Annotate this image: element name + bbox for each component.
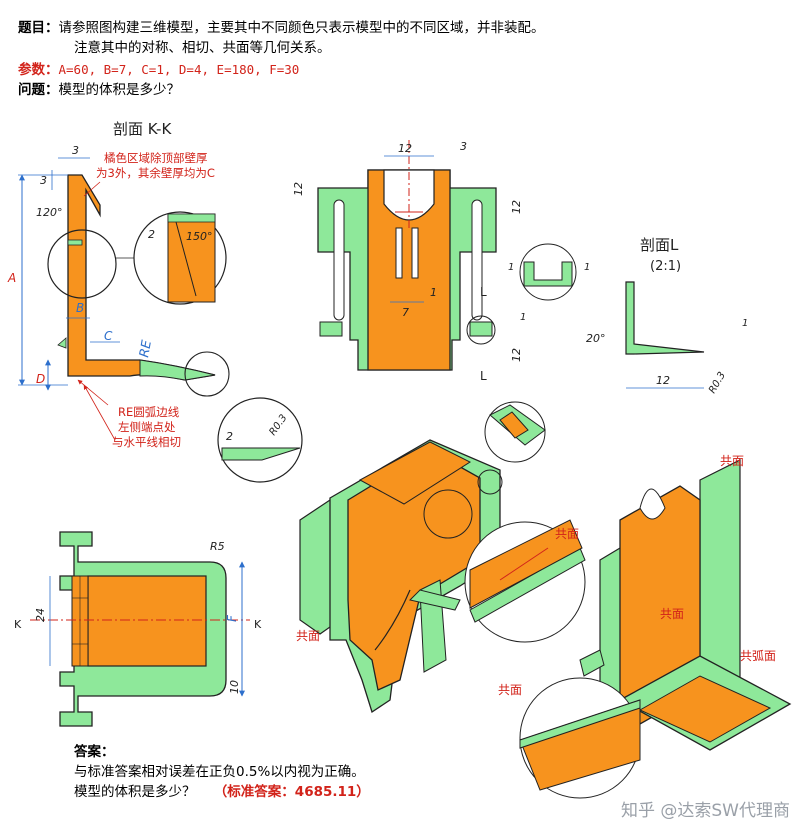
section-k-marker: K [14, 618, 22, 631]
coplanar-arc-label: 共弧面 [740, 649, 776, 663]
dim-d: D [36, 372, 45, 386]
section-l-marker-b: L [480, 369, 487, 383]
angle-150: 150° [186, 230, 213, 243]
iso-view-1 [299, 439, 501, 714]
coplanar-label-5: 共面 [498, 683, 522, 697]
angle-20: 20° [586, 332, 606, 345]
coplanar-label-2: 共面 [296, 629, 320, 643]
dim-12-top: 12 [398, 142, 412, 155]
detail-iso-3 [519, 677, 641, 799]
standard-answer: （标准答案：4685.11） [213, 784, 370, 800]
section-l-title: 剖面L [640, 236, 679, 254]
dim-3-front: 3 [460, 140, 467, 153]
dim-1-slot-l: 1 [508, 262, 514, 273]
orange-note-1: 橘色区域除顶部壁厚 [104, 151, 208, 165]
section-l-marker: L [480, 285, 487, 299]
dim-3-top: 3 [72, 144, 79, 157]
dim-2-detail: 2 [148, 228, 155, 241]
answer-question: 模型的体积是多少？ [74, 784, 196, 800]
dim-r03-l: R0.3 [707, 370, 728, 395]
detail-iso-1 [484, 401, 546, 463]
zoom-circle-small [47, 229, 117, 299]
detail-150: 150° 2 [133, 211, 227, 305]
section-k-marker-b: K [254, 618, 262, 631]
dim-1-front: 1 [430, 286, 437, 299]
problem-line-2: 注意其中的对称、相切、共面等几何关系。 [74, 40, 331, 56]
dim-12-left: 12 [292, 182, 305, 196]
dim-12-right: 12 [510, 200, 523, 214]
dim-12-l: 12 [656, 374, 670, 387]
re-note-1: RE圆弧边线 [118, 405, 180, 419]
dim-b: B [76, 301, 84, 315]
problem-text: 请参照图构建三维模型，主要其中不同颜色只表示模型中的不同区域，并非装配。 [58, 20, 545, 36]
answer-line-2: 模型的体积是多少？ （标准答案：4685.11） [74, 782, 370, 802]
dim-f: F [225, 614, 239, 622]
params-line: 参数：A=60, B=7, C=1, D=4, E=180, F=30 [18, 60, 299, 80]
dim-2-detail-b: 2 [226, 430, 233, 443]
dim-1-front-b: 1 [520, 312, 526, 323]
dim-7: 7 [402, 306, 409, 319]
dim-3-side: 3 [40, 174, 47, 187]
coplanar-label-1: 共面 [555, 527, 579, 541]
dim-1-slot-r: 1 [584, 262, 590, 273]
params-value: A=60, B=7, C=1, D=4, E=180, F=30 [58, 62, 300, 77]
iso-view-2 [579, 459, 792, 751]
watermark: 知乎 @达索SW代理商 [620, 801, 790, 821]
dim-re: RE [137, 338, 155, 358]
answer-line-1: 与标准答案相对误差在正负0.5%以内视为正确。 [74, 764, 365, 780]
question-label: 问题： [18, 82, 59, 98]
params-label: 参数： [18, 62, 59, 78]
detail-iso-2 [464, 519, 586, 643]
problem-line: 题目：请参照图构建三维模型，主要其中不同颜色只表示模型中的不同区域，并非装配。 [18, 18, 545, 38]
answer-label: 答案： [74, 744, 115, 760]
section-kk-title: 剖面 K-K [113, 120, 172, 138]
section-l-scale: (2:1) [650, 259, 681, 274]
dim-c: C [104, 329, 113, 343]
top-view [30, 531, 250, 727]
angle-120: 120° [36, 206, 63, 219]
re-note-3: 与水平线相切 [112, 435, 181, 449]
detail-r03: 2 R0.3 [217, 397, 303, 483]
dim-r5: R5 [210, 540, 225, 553]
dim-1-l: 1 [742, 318, 748, 329]
dim-a: A [7, 271, 16, 285]
coplanar-label-3: 共面 [720, 454, 744, 468]
question-text: 模型的体积是多少？ [58, 82, 181, 98]
question-line: 问题：模型的体积是多少？ [18, 80, 180, 100]
problem-label: 题目： [18, 20, 59, 36]
orange-note-2: 为3外，其余壁厚均为C [96, 166, 215, 180]
coplanar-label-4: 共面 [660, 607, 684, 621]
section-l-profile [625, 281, 705, 355]
re-note-2: 左侧端点处 [118, 420, 176, 434]
section-kk-profile [57, 174, 216, 381]
front-view [317, 140, 497, 371]
dim-12-right-low: 12 [510, 348, 523, 362]
dim-24: 24 [34, 608, 47, 622]
dim-10: 10 [228, 680, 241, 694]
detail-slot: 1 1 [508, 243, 590, 301]
